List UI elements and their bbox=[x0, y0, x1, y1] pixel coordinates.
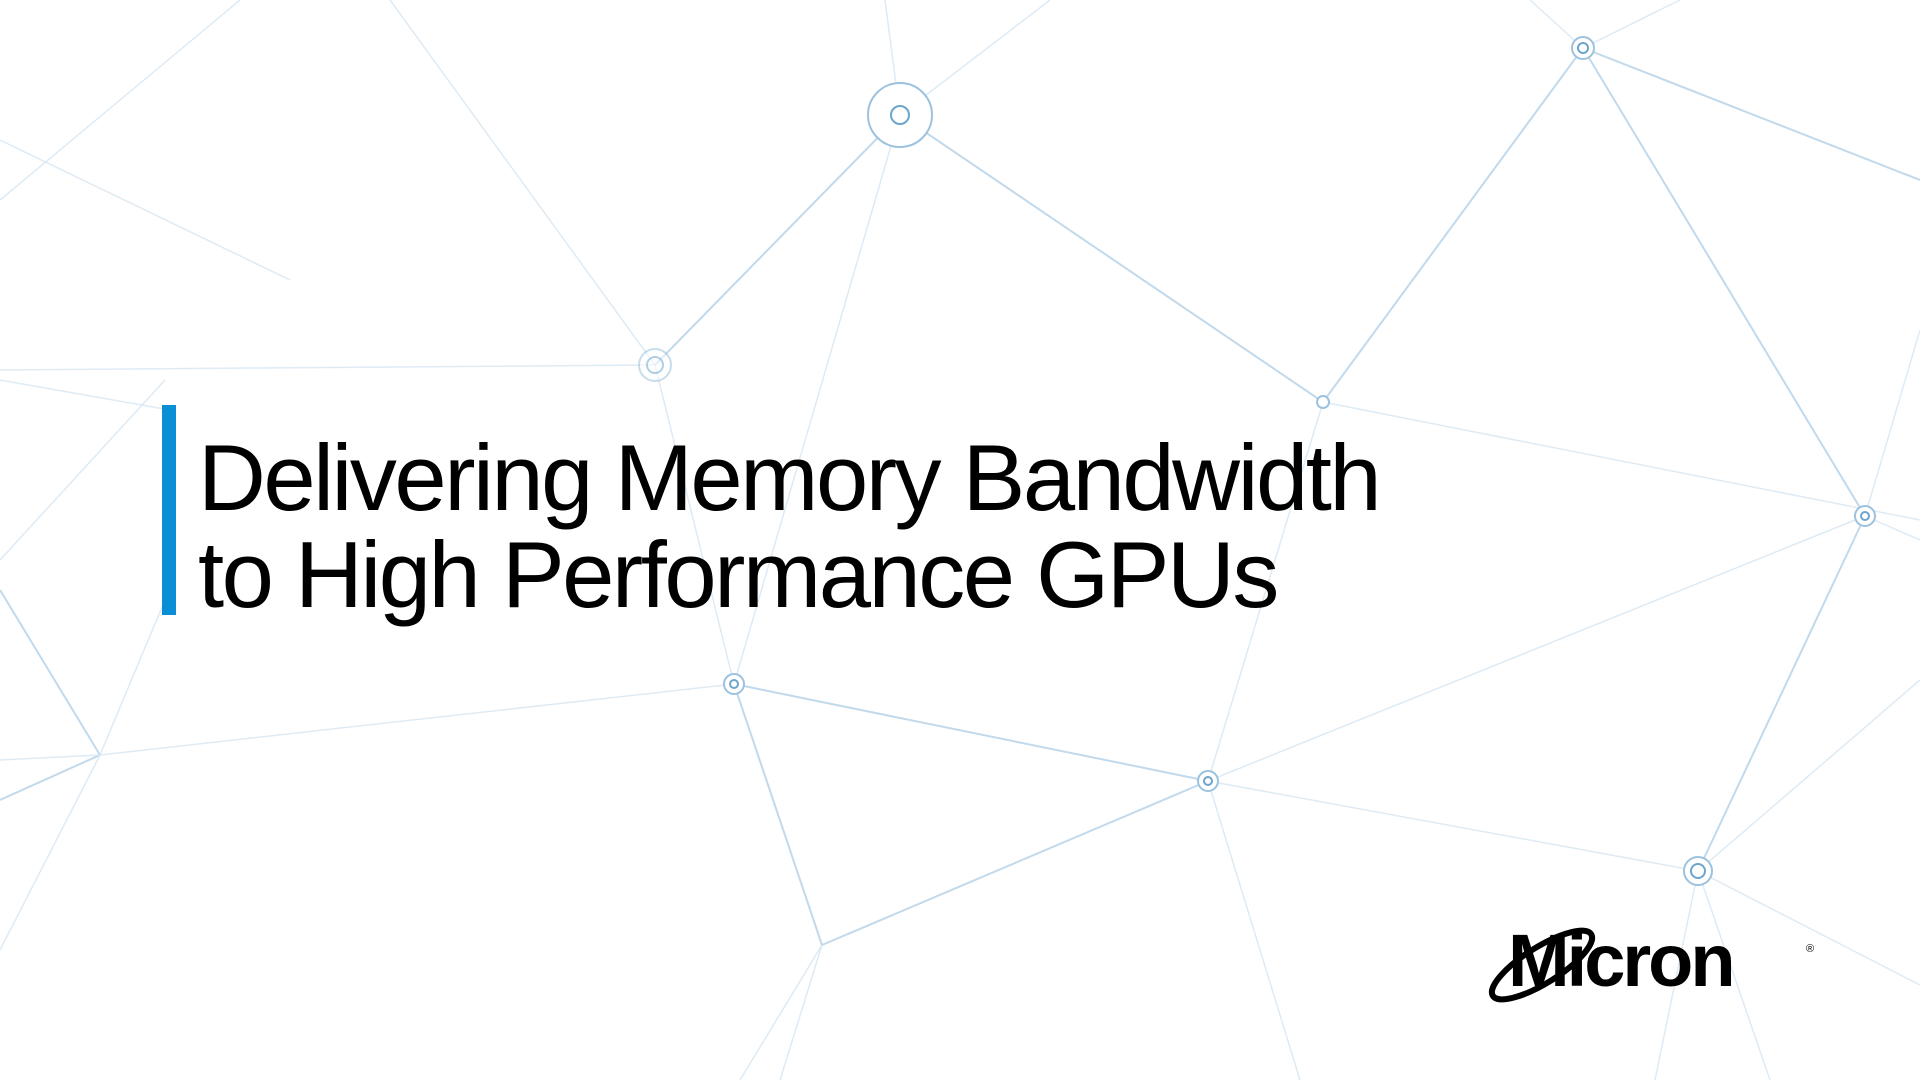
network-node bbox=[1860, 511, 1870, 521]
registered-mark: ® bbox=[1806, 943, 1814, 955]
network-nodes bbox=[638, 36, 1876, 886]
title-block: Delivering Memory Bandwidth to High Perf… bbox=[162, 405, 1662, 623]
micron-logo: Micron ® bbox=[1480, 908, 1825, 1013]
title-accent-bar bbox=[162, 405, 176, 615]
network-node bbox=[638, 348, 672, 382]
micron-logo-mark: Micron ® bbox=[1488, 919, 1814, 1003]
network-node bbox=[867, 82, 933, 148]
slide-title-line-2: to High Performance GPUs bbox=[198, 522, 1279, 627]
slide-title: Delivering Memory Bandwidth to High Perf… bbox=[198, 425, 1382, 627]
network-node bbox=[1316, 395, 1330, 409]
network-node bbox=[1690, 863, 1706, 879]
network-node bbox=[1577, 42, 1589, 54]
network-node bbox=[1854, 505, 1876, 527]
slide-title-line-1: Delivering Memory Bandwidth bbox=[198, 425, 1382, 530]
network-node bbox=[1683, 856, 1713, 886]
network-node bbox=[723, 673, 745, 695]
logo-swoosh bbox=[1488, 927, 1596, 1003]
logo-wordmark: Micron bbox=[1508, 919, 1733, 1002]
network-node bbox=[1203, 776, 1213, 786]
network-node bbox=[890, 105, 910, 125]
network-node bbox=[1571, 36, 1595, 60]
network-node bbox=[646, 356, 664, 374]
network-node bbox=[729, 679, 739, 689]
network-node bbox=[1197, 770, 1219, 792]
